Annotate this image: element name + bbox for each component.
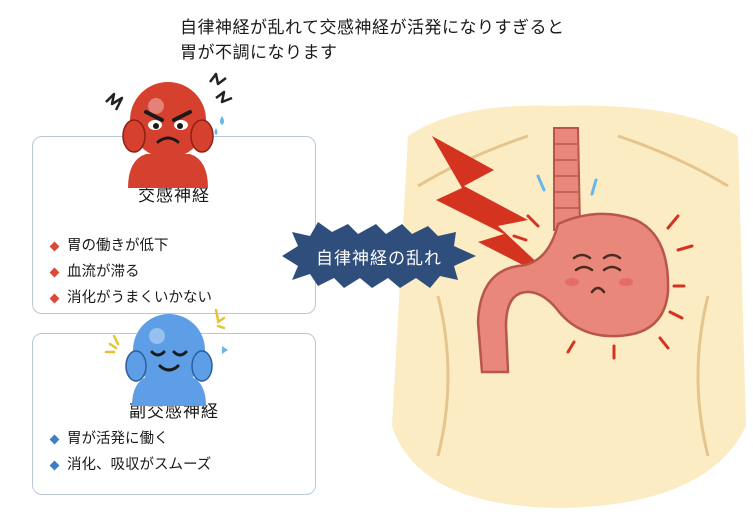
list-item: 胃の働きが低下 [49, 233, 212, 259]
headline: 自律神経が乱れて交感神経が活発になりすぎると 胃が不調になります [180, 16, 660, 66]
angry-face-icon [105, 72, 233, 188]
diamond-bullet-icon [49, 293, 60, 303]
calm-face-icon [104, 308, 228, 406]
parasympathetic-title: 副交感神経 [129, 402, 219, 422]
autonomic-disorder-badge: 自律神経の乱れ [278, 220, 480, 292]
list-item: 血流が滞る [49, 259, 212, 285]
sympathetic-title: 交感神経 [138, 186, 210, 206]
starburst-shape [282, 222, 476, 288]
list-item: 胃が活発に働く [49, 426, 211, 452]
stomach-illustration [392, 105, 746, 508]
list-item: 消化、吸収がスムーズ [49, 452, 211, 478]
diamond-bullet-icon [49, 460, 60, 470]
list-item: 消化がうまくいかない [49, 285, 212, 311]
sympathetic-list: 胃の働きが低下 血流が滞る 消化がうまくいかない [49, 233, 212, 311]
diamond-bullet-icon [49, 267, 60, 277]
diamond-bullet-icon [49, 434, 60, 444]
diamond-bullet-icon [49, 241, 60, 251]
badge-label: 自律神経の乱れ [316, 248, 442, 269]
parasympathetic-list: 胃が活発に働く 消化、吸収がスムーズ [49, 426, 211, 478]
headline-line-1: 自律神経が乱れて交感神経が活発になりすぎると [180, 18, 565, 38]
headline-line-2: 胃が不調になります [180, 43, 338, 63]
